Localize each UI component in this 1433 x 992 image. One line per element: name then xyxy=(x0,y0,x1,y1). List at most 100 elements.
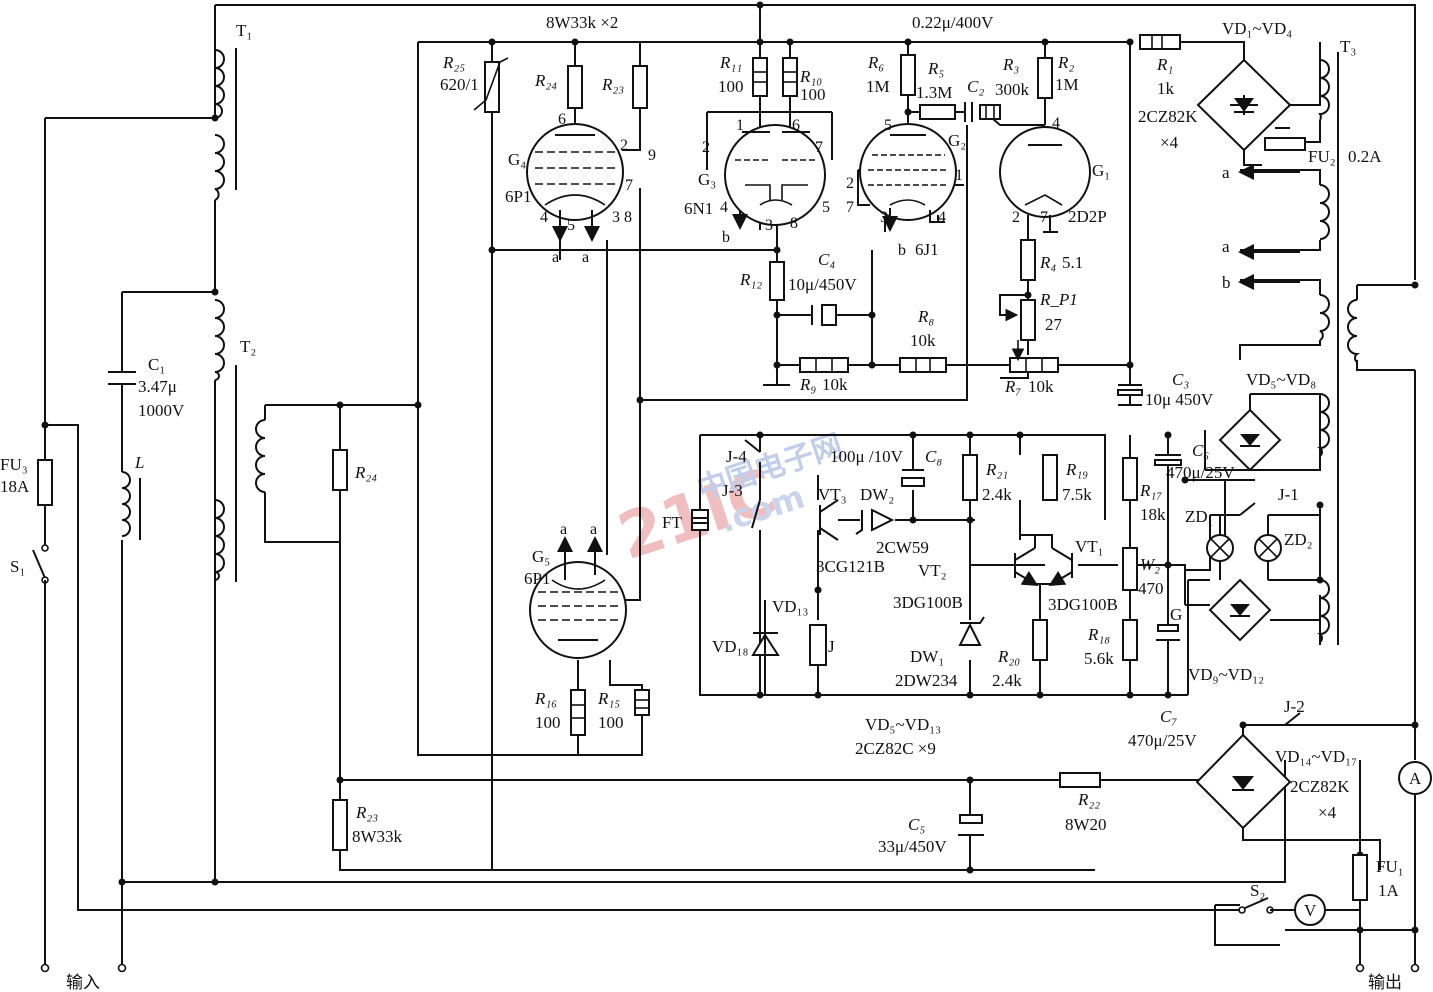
r25-ref: R₂₅ xyxy=(442,53,465,72)
r6-value: 1M xyxy=(866,77,890,96)
r2-ref: R₂ xyxy=(1057,53,1074,72)
resistors: R₂₄ R₂₃ 8W33k ×2 R₂₅ 620/1 R₁₁ 100 R₁₀ 1… xyxy=(332,13,1214,856)
s2-switch[interactable] xyxy=(1244,897,1269,909)
transformer-t2: T₂ xyxy=(214,299,266,582)
fu3-ref: FU₃ xyxy=(0,455,28,474)
s2-label: S₂ xyxy=(1250,881,1265,900)
t3-tap-b: b xyxy=(1222,273,1231,292)
r3-value: 300k xyxy=(995,80,1030,99)
dw2-ref: DW₂ xyxy=(860,485,894,504)
r20-ref: R₂₀ xyxy=(997,647,1020,666)
g2-pin-4: 4 xyxy=(938,209,946,226)
g5-heater-a1: a xyxy=(560,521,567,538)
r16-ref: R₁₆ xyxy=(534,689,557,708)
tube-g3: G₃ 6N1 1 6 2 7 4 3 8 5 b xyxy=(684,117,830,246)
t3-label: T₃ xyxy=(1340,37,1356,56)
c1-ref: C₁ xyxy=(148,355,165,374)
r12-ref: R₁₂ xyxy=(739,270,762,289)
s1-label: S₁ xyxy=(10,557,25,576)
vd5-13-ref: VD₅~VD₁₃ xyxy=(865,715,941,734)
vt1-ref: VT₁ xyxy=(1075,537,1104,556)
rp1-value: 27 xyxy=(1045,315,1063,334)
c3-value: 10μ 450V xyxy=(1145,390,1214,409)
r2-value: 1M xyxy=(1055,75,1079,94)
r19-value: 7.5k xyxy=(1062,485,1092,504)
vd1-4-ref: VD₁~VD₄ xyxy=(1222,19,1292,38)
s1-contact xyxy=(41,544,49,552)
r2-resistor xyxy=(1037,57,1053,99)
ft-sensor xyxy=(691,509,709,531)
output-section: J-2 A V FU₁ 1A S₂ 输出 xyxy=(1238,697,1432,992)
r8-resistor xyxy=(899,357,947,373)
r15-value: 100 xyxy=(598,713,624,732)
r15-resistor xyxy=(634,689,650,716)
r10-value: 100 xyxy=(800,85,826,104)
r4-resistor xyxy=(1020,239,1036,281)
vd1-4-qty: ×4 xyxy=(1160,133,1179,152)
w2-ref: W₂ xyxy=(1140,555,1160,574)
r24-top-resistor xyxy=(567,65,583,109)
r18-resistor xyxy=(1122,619,1138,661)
r16-value: 100 xyxy=(535,713,561,732)
r22-value: 8W20 xyxy=(1065,815,1107,834)
r22-ref: R₂₂ xyxy=(1077,790,1100,809)
r9-ref: R₉ xyxy=(799,375,816,394)
input-terminal-1 xyxy=(40,963,50,973)
r17-ref: R₁₇ xyxy=(1139,481,1162,500)
r23-bot-resistor xyxy=(332,799,348,851)
r23-top-ref: R₂₃ xyxy=(601,75,624,94)
g-cap-label: G xyxy=(1170,605,1182,624)
g3-pin-5: 5 xyxy=(822,199,830,216)
g4-pin-2: 2 xyxy=(620,137,628,154)
r21-value: 2.4k xyxy=(982,485,1012,504)
r18-value: 5.6k xyxy=(1084,649,1114,668)
r7-resistor xyxy=(1009,357,1059,373)
tube-g1: G₁ 2D2P 4 2 7 xyxy=(999,115,1110,233)
fu3-fuse xyxy=(37,459,53,506)
j4-label: J-4 xyxy=(726,447,747,466)
zd2-label: ZD₂ xyxy=(1284,530,1313,549)
g4-ref: G₄ xyxy=(508,150,526,169)
dw2-zener xyxy=(871,508,895,532)
c2-top-label: 0.22μ/400V xyxy=(912,13,994,32)
c8-value: 100μ /10V xyxy=(830,447,904,466)
g4-type: 6P1 xyxy=(505,187,531,206)
j1-contact xyxy=(1239,502,1256,516)
vd14-17-value: 2CZ82K xyxy=(1290,777,1350,796)
vd5-8-ref: VD₅~VD₈ xyxy=(1246,370,1316,389)
r3-ref: R₃ xyxy=(1002,55,1019,74)
c8-capacitor xyxy=(901,477,925,487)
j-relay-coil xyxy=(809,624,827,666)
junctions xyxy=(41,1,1419,934)
r15-ref: R₁₅ xyxy=(597,689,620,708)
c1-voltage: 1000V xyxy=(138,401,185,420)
c6-capacitor xyxy=(1154,459,1182,466)
transformer-t1: T₁ xyxy=(214,21,252,201)
g1-pin-2: 2 xyxy=(1012,209,1020,226)
control-board: FT J-4 J-3 VD₁₈ VD₁₃ J VT₃ 3CG121B DW₂ 2… xyxy=(662,439,1313,758)
l-label: L xyxy=(134,453,144,472)
vd14-17-qty: ×4 xyxy=(1318,803,1337,822)
fu2-value: 0.2A xyxy=(1348,147,1382,166)
vd5-13-value: 2CZ82C ×9 xyxy=(855,739,936,758)
j2-label: J-2 xyxy=(1284,697,1305,716)
g2-pin-1: 1 xyxy=(955,167,963,184)
r9-resistor xyxy=(799,357,849,373)
dw1-zener xyxy=(958,622,982,646)
r17-value: 18k xyxy=(1140,505,1166,524)
r20-resistor xyxy=(1032,619,1048,661)
g4-heater-a2: a xyxy=(582,249,589,266)
s1-switch[interactable] xyxy=(32,549,46,579)
g2-pin-7: 7 xyxy=(846,199,854,216)
r8-ref: R₈ xyxy=(917,307,934,326)
rp1-ref: R_P1 xyxy=(1039,290,1078,309)
r21-ref: R₂₁ xyxy=(985,460,1008,479)
output-label: 输出 xyxy=(1368,973,1402,992)
fu2-ref: FU₂ xyxy=(1308,147,1336,166)
r17-resistor xyxy=(1122,457,1138,501)
r7-ref: R₇ xyxy=(1004,377,1021,396)
g1-pin-7: 7 xyxy=(1040,209,1048,226)
r18-ref: R₁₈ xyxy=(1087,625,1110,644)
r7-value: 10k xyxy=(1028,377,1054,396)
ft-label: FT xyxy=(662,513,682,532)
